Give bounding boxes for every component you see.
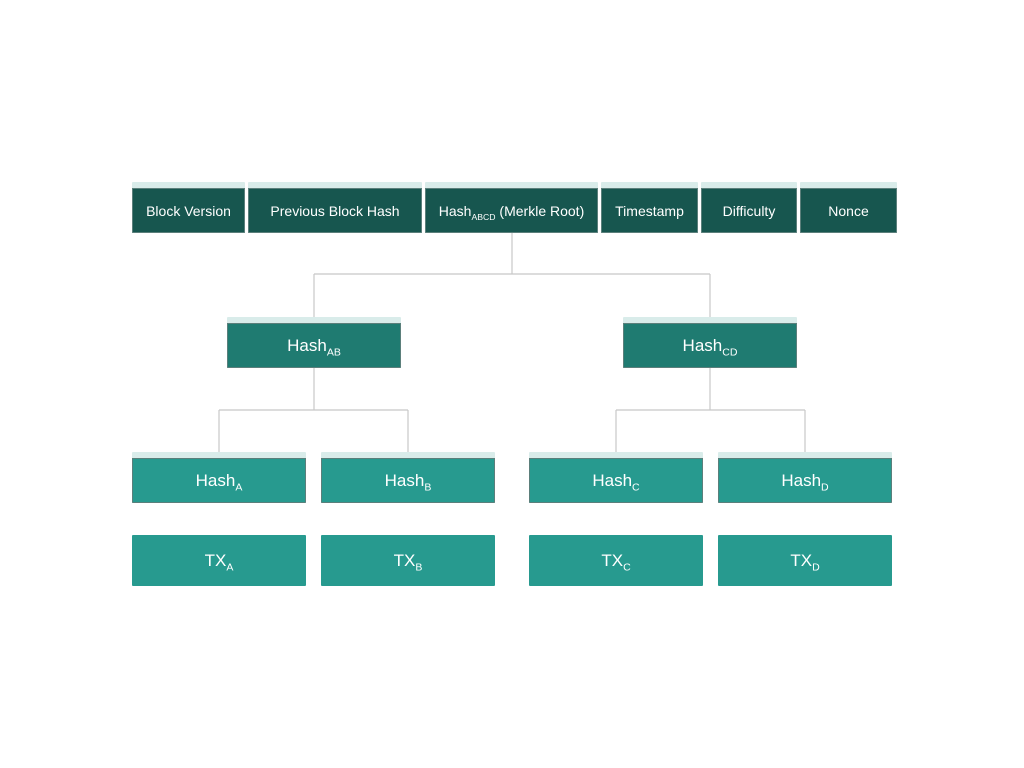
hash-b-node: HashB: [321, 452, 495, 503]
hash-ab-node: HashAB: [227, 317, 401, 368]
hash-c-node: HashC: [529, 452, 703, 503]
difficulty-field: Difficulty: [701, 182, 797, 233]
tx-b-node: TXB: [321, 535, 495, 586]
hash-b-label: HashB: [384, 470, 432, 494]
previous-block-hash-field: Previous Block Hash: [248, 182, 422, 233]
hash-a-label: HashA: [195, 470, 243, 494]
tx-d-label: TXD: [790, 550, 820, 574]
nonce-label: Nonce: [828, 202, 869, 219]
merkle-root-field: HashABCD (Merkle Root): [425, 182, 598, 233]
tx-c-node: TXC: [529, 535, 703, 586]
difficulty-label: Difficulty: [722, 202, 776, 219]
connector-root: [313, 233, 711, 318]
timestamp-label: Timestamp: [615, 202, 684, 219]
hash-cd-node: HashCD: [623, 317, 797, 368]
hash-c-label: HashC: [592, 470, 640, 494]
tx-d-node: TXD: [718, 535, 892, 586]
merkle-root-label: HashABCD (Merkle Root): [438, 202, 585, 222]
tx-c-label: TXC: [601, 550, 631, 574]
block-version-field: Block Version: [132, 182, 245, 233]
hash-a-node: HashA: [132, 452, 306, 503]
block-version-label: Block Version: [146, 202, 231, 219]
previous-block-hash-label: Previous Block Hash: [270, 202, 400, 219]
connector-ab: [218, 368, 409, 453]
tx-b-label: TXB: [393, 550, 423, 574]
hash-cd-label: HashCD: [682, 335, 738, 359]
connector-cd: [615, 368, 806, 453]
hash-d-node: HashD: [718, 452, 892, 503]
tx-a-node: TXA: [132, 535, 306, 586]
tx-a-label: TXA: [204, 550, 234, 574]
hash-ab-label: HashAB: [287, 335, 341, 359]
hash-d-label: HashD: [781, 470, 829, 494]
timestamp-field: Timestamp: [601, 182, 698, 233]
nonce-field: Nonce: [800, 182, 897, 233]
